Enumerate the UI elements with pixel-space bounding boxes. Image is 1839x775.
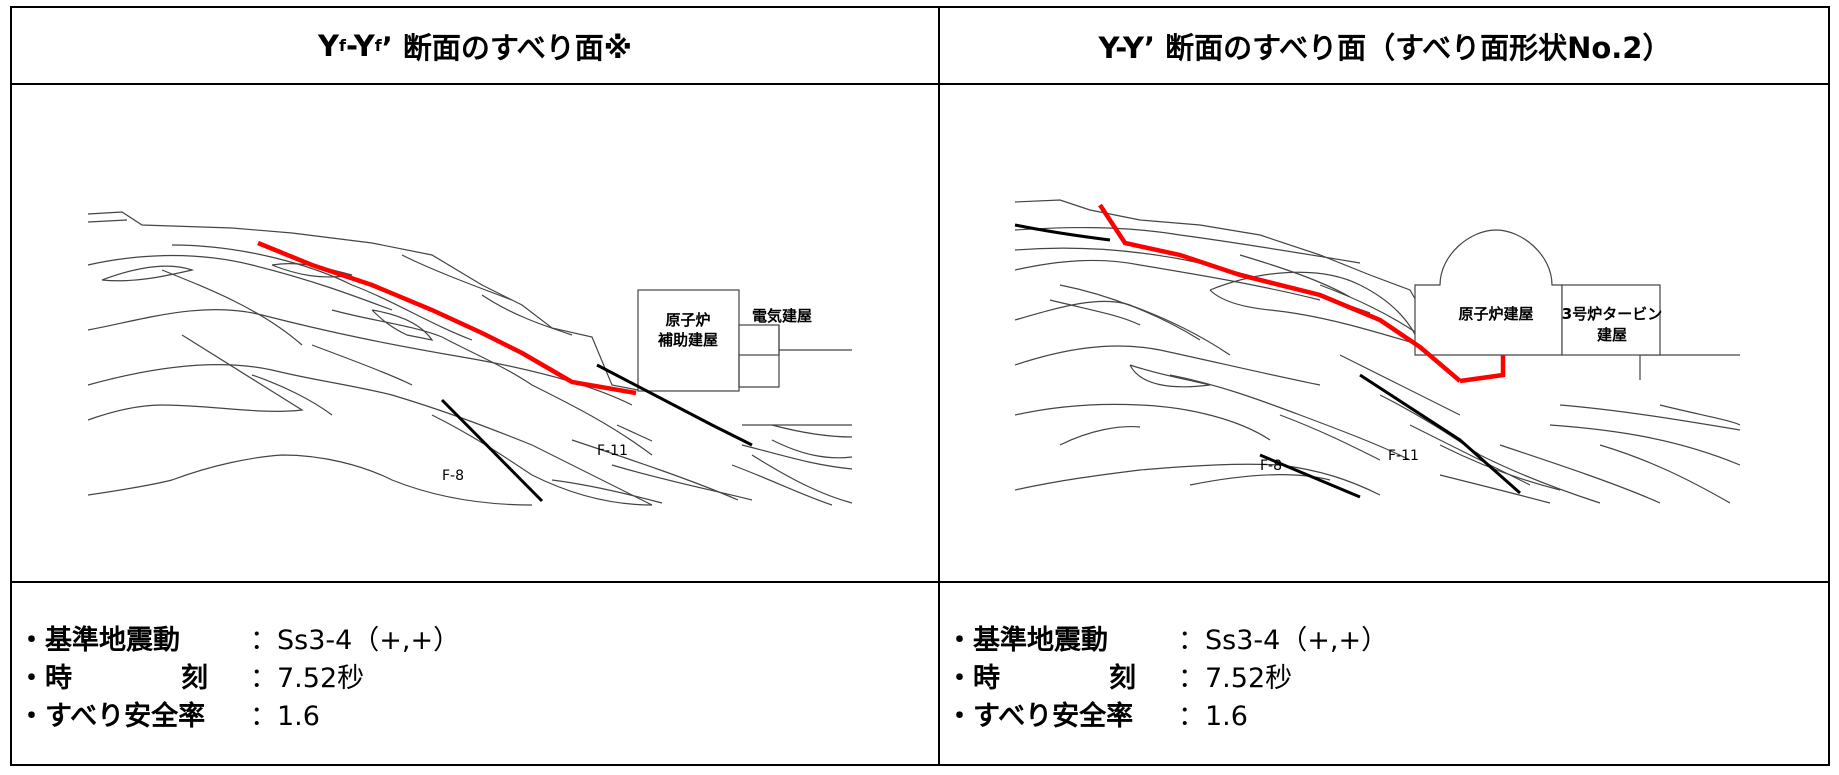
building-label-turbine-2: 建屋: [1597, 326, 1627, 344]
right-info-block: ・基準地震動 ：Ss3-4（+,+） ・時刻 ：7.52秒 ・すべり安全率 ：1…: [946, 622, 1388, 736]
info-divider: [12, 581, 1828, 583]
info-row-time: ・時刻 ：7.52秒: [18, 660, 460, 698]
fault-label-f8: F-8: [1260, 458, 1282, 474]
left-cross-section-diagram: 原子炉 補助建屋 電気建屋 F-8 F-11: [12, 85, 938, 581]
left-info-block: ・基準地震動 ：Ss3-4（+,+） ・時刻 ：7.52秒 ・すべり安全率 ：1…: [18, 622, 460, 736]
info-label: ・時刻: [946, 663, 1136, 694]
info-value: ：7.52秒: [1178, 663, 1293, 694]
building-outlines: [637, 289, 852, 392]
slip-surface-line: [257, 240, 637, 396]
building-label-reactor-aux-1: 原子炉: [665, 311, 710, 329]
info-value: ：Ss3-4（+,+）: [1178, 625, 1389, 656]
building-label-reactor-aux-2: 補助建屋: [657, 331, 718, 349]
fault-label-f8: F-8: [442, 468, 464, 484]
info-value: ：1.6: [1178, 701, 1248, 732]
info-label: ・すべり安全率: [946, 701, 1134, 732]
right-cross-section-diagram: 原子炉建屋 3号炉タービン 建屋 F-8 F-11: [940, 85, 1830, 581]
info-row-ground-motion: ・基準地震動 ：Ss3-4（+,+）: [18, 622, 460, 660]
strata-lines: [1014, 199, 1741, 504]
info-label: ・基準地震動: [946, 625, 1108, 656]
building-label-turbine-1: 3号炉タービン: [1562, 305, 1662, 323]
header-divider: [12, 83, 1828, 85]
building-label-electric: 電気建屋: [752, 307, 812, 325]
strata-lines: [87, 211, 853, 506]
info-row-ground-motion: ・基準地震動 ：Ss3-4（+,+）: [946, 622, 1388, 660]
info-value: ：7.52秒: [250, 663, 365, 694]
slip-surface-end: [1459, 355, 1506, 384]
building-label-reactor: 原子炉建屋: [1458, 305, 1533, 323]
fault-label-f11: F-11: [597, 443, 628, 459]
info-label: ・基準地震動: [18, 625, 180, 656]
right-section-title: Y-Y’ 断面のすべり面（すべり面形状No.2）: [1098, 30, 1672, 65]
info-label: ・すべり安全率: [18, 701, 206, 732]
slip-surface-line: [1098, 203, 1462, 383]
info-row-safety-factor: ・すべり安全率 ：1.6: [946, 698, 1388, 736]
fault-lines: [1014, 223, 1521, 499]
building-outlines: [1414, 229, 1661, 356]
info-row-time: ・時刻 ：7.52秒: [946, 660, 1388, 698]
info-value: ：Ss3-4（+,+）: [250, 625, 461, 656]
fault-lines: [440, 363, 753, 503]
info-value: ：1.6: [250, 701, 320, 732]
fault-label-f11: F-11: [1388, 448, 1419, 464]
info-row-safety-factor: ・すべり安全率 ：1.6: [18, 698, 460, 736]
column-divider: [938, 8, 940, 764]
info-label: ・時刻: [18, 663, 208, 694]
